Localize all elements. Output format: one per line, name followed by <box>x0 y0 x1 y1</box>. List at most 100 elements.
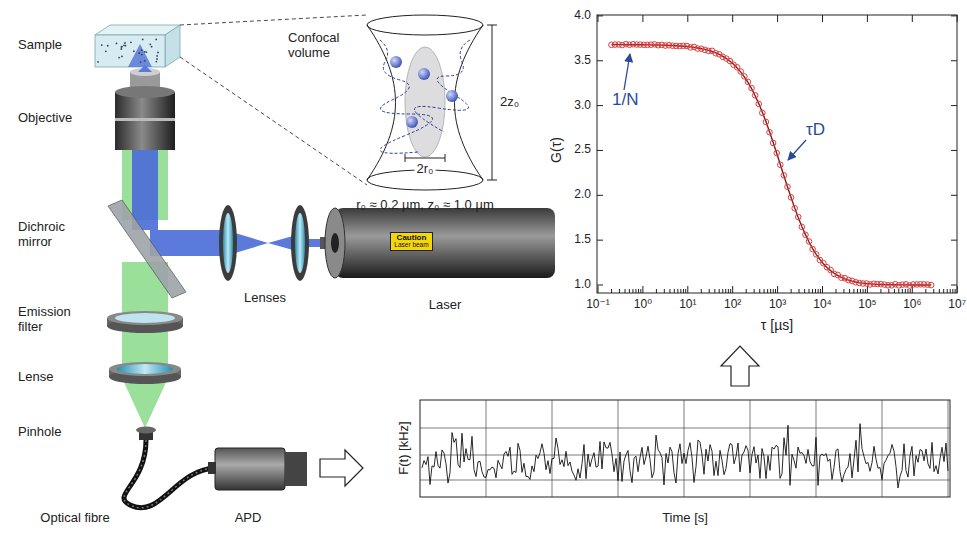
correlation-chart <box>774 150 780 156</box>
laser <box>320 208 555 278</box>
axis-title: Time [s] <box>662 511 708 526</box>
emission-filter <box>115 313 175 323</box>
tick-label: 3.5 <box>574 54 591 68</box>
pinhole-fibre-apd <box>285 452 307 486</box>
sample-cuvette <box>142 39 144 41</box>
correlation-chart <box>642 15 643 22</box>
correlation-chart <box>770 289 771 293</box>
correlation-chart <box>773 289 774 293</box>
tick-label: 10⁰ <box>634 298 652 312</box>
correlation-chart <box>813 252 819 258</box>
sample-cuvette <box>95 25 180 67</box>
sample-cuvette <box>120 48 122 50</box>
correlation-chart <box>785 184 791 190</box>
sample-cuvette <box>145 51 147 53</box>
correlation-chart <box>951 105 957 106</box>
correlation-chart <box>902 289 903 293</box>
confocal-volume <box>380 40 433 153</box>
sample-cuvette <box>101 44 103 46</box>
correlation-chart <box>759 289 760 293</box>
confocal-volume <box>487 25 497 26</box>
tick-label: 2.0 <box>574 188 591 202</box>
sample-cuvette <box>133 50 135 52</box>
sample-cuvette <box>138 52 140 54</box>
correlation-chart <box>843 289 844 293</box>
correlation-chart <box>597 195 603 196</box>
part-label: Sample <box>18 38 62 53</box>
correlation-chart <box>804 289 805 293</box>
intensity-trace <box>750 400 751 497</box>
intensity-trace <box>684 400 685 497</box>
tick-label: 10¹ <box>679 298 696 312</box>
correlation-chart <box>957 286 958 293</box>
correlation-chart <box>749 85 755 91</box>
dichroic-mirror <box>108 200 186 298</box>
sample-cuvette <box>156 55 158 57</box>
dimension-label: 2r₀ <box>415 162 436 177</box>
correlation-chart <box>777 286 778 293</box>
correlation-chart <box>943 289 944 293</box>
correlation-chart <box>799 289 800 293</box>
correlation-chart <box>951 15 957 16</box>
correlation-chart <box>808 289 809 293</box>
correlation-chart <box>701 289 702 293</box>
correlation-chart <box>752 93 758 99</box>
correlation-chart <box>597 60 603 61</box>
tick-label: 10⁵ <box>858 298 876 312</box>
light-beams <box>150 230 225 256</box>
confocal-volume <box>405 158 445 159</box>
tick-label: 4.0 <box>574 9 591 23</box>
sample-cuvette <box>120 46 122 48</box>
correlation-chart <box>770 140 776 146</box>
sample-cuvette <box>141 49 143 51</box>
sample-cuvette <box>128 44 152 67</box>
correlation-chart <box>947 289 948 293</box>
confocal-volume <box>367 15 483 35</box>
correlation-chart <box>763 119 769 125</box>
correlation-chart <box>625 289 626 293</box>
correlation-chart <box>687 15 688 22</box>
intensity-trace <box>486 400 487 497</box>
part-label: Objective <box>18 111 72 126</box>
dimension-label: r₀ ≈ 0.2 µm, z₀ ≈ 1.0 µm <box>356 198 494 213</box>
correlation-chart <box>903 282 909 288</box>
part-label: Emission filter <box>18 305 88 335</box>
sample-cuvette <box>107 45 109 47</box>
correlation-chart <box>597 285 603 286</box>
correlation-chart <box>691 44 697 50</box>
correlation-chart <box>597 105 603 106</box>
pinhole-fibre-apd <box>215 448 285 490</box>
correlation-chart <box>781 173 787 179</box>
tick-label: 10⁻¹ <box>586 298 610 312</box>
confocal-volume <box>445 154 446 162</box>
correlation-chart <box>775 289 776 293</box>
confocal-volume <box>455 25 484 180</box>
pinhole-fibre-apd <box>124 440 215 508</box>
correlation-chart <box>674 289 675 293</box>
correlation-chart <box>795 214 801 220</box>
correlation-chart <box>656 289 657 293</box>
correlation-chart <box>952 289 953 293</box>
zoom-lines <box>180 15 367 25</box>
sample-cuvette <box>105 50 107 52</box>
axis-title: G(τ) <box>548 137 564 163</box>
correlation-chart <box>640 289 641 293</box>
correlation-chart <box>664 289 665 293</box>
sample-cuvette <box>155 61 157 63</box>
intensity-trace <box>420 428 950 429</box>
correlation-chart <box>864 281 870 287</box>
dichroic-mirror <box>108 200 186 298</box>
laser <box>331 233 339 253</box>
correlation-chart <box>806 239 812 245</box>
correlation-chart <box>799 224 805 230</box>
correlation-chart <box>767 289 768 293</box>
correlation-chart <box>638 289 639 293</box>
tick-label: 10⁴ <box>813 298 832 312</box>
lens-pair <box>295 213 305 273</box>
correlation-chart <box>669 289 670 293</box>
correlation-chart <box>597 240 603 241</box>
intensity-trace <box>420 400 950 497</box>
pinhole-fibre-apd <box>136 427 156 434</box>
objective <box>115 92 175 150</box>
lens-pair <box>219 205 309 281</box>
